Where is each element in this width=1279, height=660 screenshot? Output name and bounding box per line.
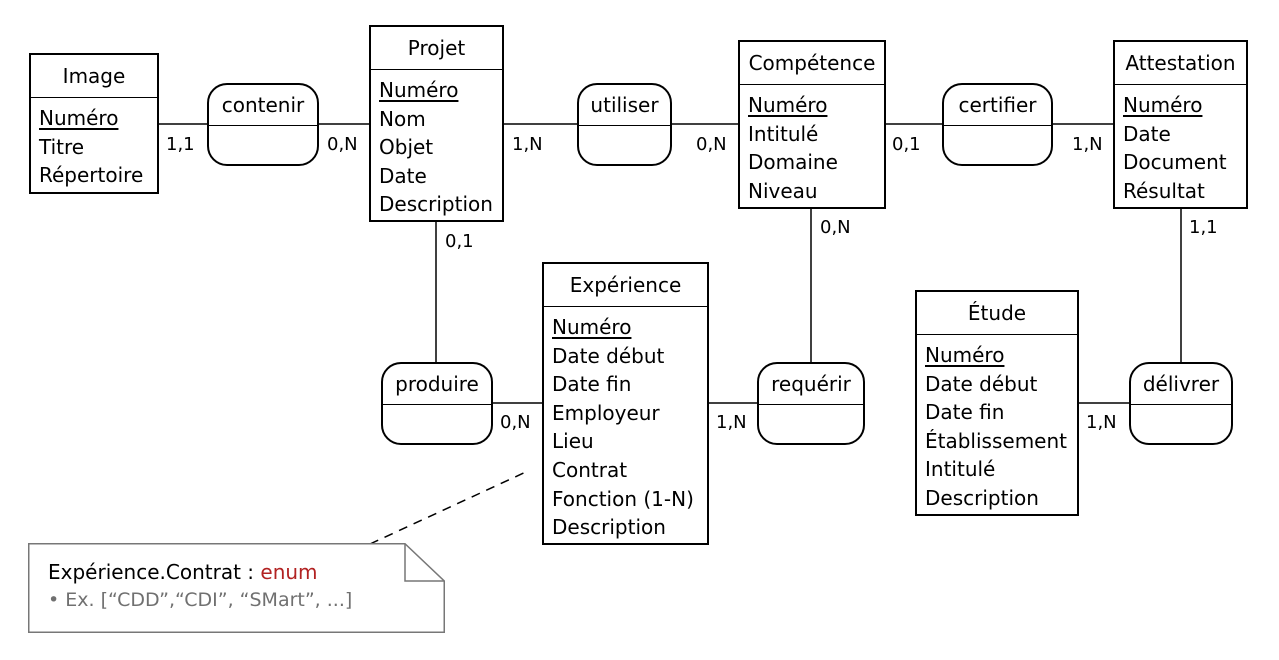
note-shape [28,543,445,633]
association-produire: produire [381,362,493,445]
entity-title: Expérience [544,264,707,307]
association-certifier: certifier [942,83,1053,166]
cardinality-experience-requerir: 1,N [716,412,747,433]
attribute: Date début [925,371,1038,396]
entity-image: Image Numéro Titre Répertoire [29,53,159,194]
attribute: Description [379,192,493,217]
association-requerir: requérir [757,362,865,445]
attribute: Description [552,515,666,540]
primary-key: Numéro [748,93,828,117]
entity-title: Étude [917,292,1077,335]
entity-title: Projet [371,27,502,70]
attribute-list: Numéro Date début Date fin Établissement… [917,335,1077,513]
association-utiliser: utiliser [577,83,672,166]
attribute: Date fin [925,400,1005,425]
attribute: Établissement [925,428,1067,453]
association-title: contenir [209,85,317,126]
attribute-list: Numéro Nom Objet Date Description [371,70,502,219]
entity-title: Compétence [740,42,884,85]
attribute: Nom [379,106,426,131]
attribute: Objet [379,135,434,160]
attribute: Intitulé [925,457,996,482]
entity-attestation: Attestation Numéro Date Document Résulta… [1113,40,1248,209]
primary-key: Numéro [1123,93,1203,117]
cardinality-projet-utiliser: 1,N [512,134,543,155]
attribute-list: Numéro Date début Date fin Employeur Lie… [544,307,707,542]
attribute: Titre [39,134,85,159]
note-type: enum [260,560,318,584]
cardinality-experience-produire: 0,N [500,412,531,433]
attribute: Lieu [552,429,594,454]
attribute: Date début [552,343,665,368]
entity-competence: Compétence Numéro Intitulé Domaine Nivea… [738,40,886,209]
association-title: requérir [759,364,863,405]
note-connector [369,470,529,545]
attribute-list: Numéro Date Document Résultat [1115,85,1246,205]
association-title: produire [383,364,491,405]
note-detail: • Ex. [“CDD”,“CDI”, “SMart”, ...] [48,589,353,611]
entity-title: Image [31,55,157,98]
entity-projet: Projet Numéro Nom Objet Date Description [369,25,504,222]
cardinality-competence-utiliser: 0,N [696,134,727,155]
attribute: Intitulé [748,121,819,146]
association-title: délivrer [1131,364,1231,405]
cardinality-etude-delivrer: 1,N [1086,412,1117,433]
constraint-note: Expérience.Contrat : enum • Ex. [“CDD”,“… [28,543,445,633]
attribute: Niveau [748,178,818,203]
cardinality-projet-contenir: 0,N [327,134,358,155]
association-delivrer: délivrer [1129,362,1233,445]
attribute: Employeur [552,400,660,425]
association-contenir: contenir [207,83,319,166]
cardinality-projet-produire: 0,1 [445,231,474,252]
attribute: Document [1123,150,1227,175]
cardinality-competence-requerir: 0,N [820,217,851,238]
attribute: Domaine [748,150,838,175]
attribute: Répertoire [39,163,144,188]
primary-key: Numéro [39,106,119,130]
entity-experience: Expérience Numéro Date début Date fin Em… [542,262,709,545]
primary-key: Numéro [552,315,632,339]
entity-title: Attestation [1115,42,1246,85]
cardinality-competence-certifier: 0,1 [892,134,921,155]
attribute: Date fin [552,372,632,397]
attribute: Date [379,163,427,188]
attribute: Description [925,485,1039,510]
primary-key: Numéro [925,343,1005,367]
note-subject: Expérience.Contrat : [48,560,261,584]
cardinality-attestation-delivrer: 1,1 [1189,217,1218,238]
association-title: certifier [944,85,1051,126]
association-title: utiliser [579,85,670,126]
entity-etude: Étude Numéro Date début Date fin Établis… [915,290,1079,516]
attribute: Contrat [552,457,628,482]
attribute: Résultat [1123,178,1205,203]
attribute: Date [1123,121,1171,146]
note-title: Expérience.Contrat : enum [48,560,318,584]
primary-key: Numéro [379,78,459,102]
attribute-list: Numéro Intitulé Domaine Niveau [740,85,884,205]
cardinality-image-contenir: 1,1 [166,134,195,155]
cardinality-attestation-certifier: 1,N [1072,134,1103,155]
attribute-list: Numéro Titre Répertoire [31,98,157,190]
attribute: Fonction (1-N) [552,486,694,511]
